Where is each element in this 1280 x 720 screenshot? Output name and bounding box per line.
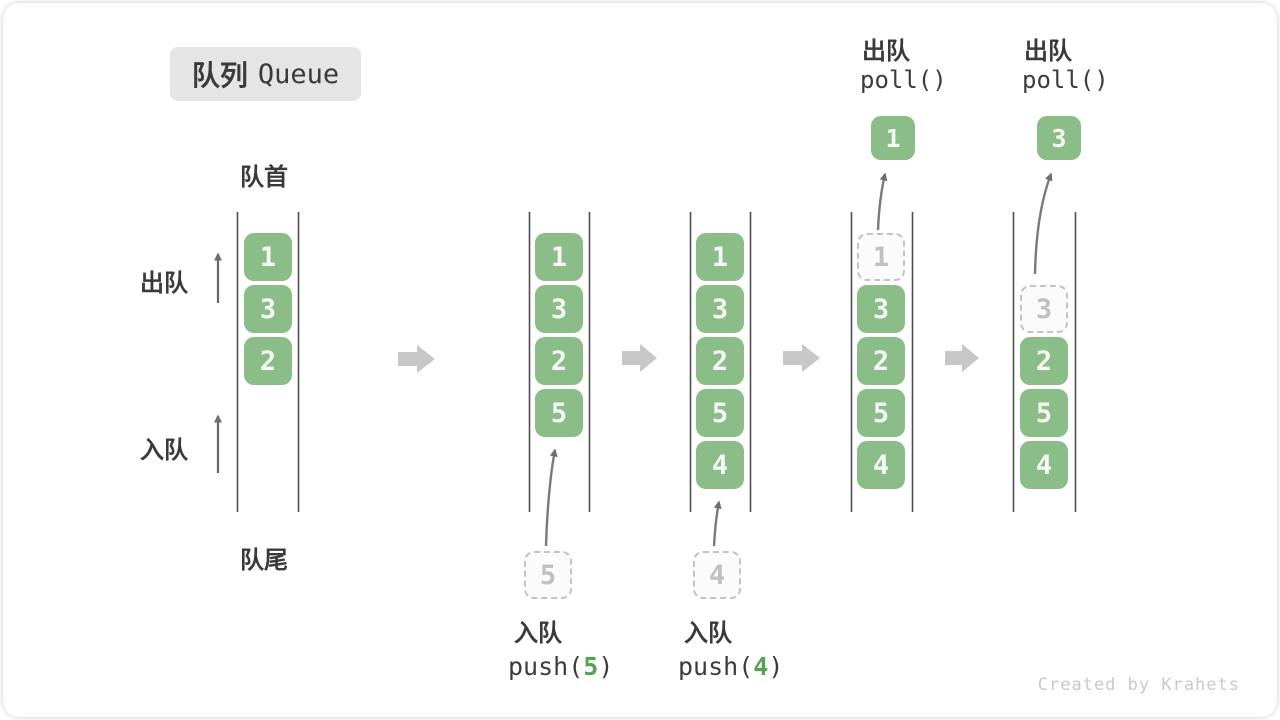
push1-code-arg: 5 (583, 652, 599, 681)
poll2-label: 出队 (1024, 38, 1072, 65)
queue-block: 5 (535, 389, 583, 437)
pushed-block-4: 4 (693, 551, 741, 599)
queue-rear-label: 队尾 (240, 547, 288, 574)
title-zh: 队列 (191, 60, 248, 91)
queue-block: 2 (857, 337, 905, 385)
queue-block-removed: 3 (1020, 285, 1068, 333)
queue-block-removed: 1 (857, 233, 905, 281)
push1-code-pre: push( (508, 652, 584, 681)
title-badge: 队列 Queue (170, 47, 361, 101)
polled-block-1: 1 (871, 116, 915, 160)
watermark: Created by Krahets (1037, 675, 1240, 695)
queue-block: 1 (535, 233, 583, 281)
title-en: Queue (257, 58, 340, 90)
queue-block: 1 (696, 233, 744, 281)
queue-block: 1 (244, 233, 292, 281)
queue-block: 4 (1020, 441, 1068, 489)
queue-block: 2 (535, 337, 583, 385)
poll2-code: poll() (1022, 66, 1109, 94)
dequeue-side-label: 出队 (140, 270, 188, 297)
push1-code-post: ) (598, 652, 614, 681)
push2-code-post: ) (768, 652, 784, 681)
diagram-board (3, 3, 1277, 717)
push2-code-arg: 4 (753, 652, 769, 681)
queue-block: 5 (1020, 389, 1068, 437)
push2-label: 入队 (684, 620, 732, 647)
queue-block: 3 (857, 285, 905, 333)
queue-block: 4 (857, 441, 905, 489)
push2-code-pre: push( (678, 652, 754, 681)
push2-code: push(4) (678, 652, 783, 681)
pushed-block-5: 5 (524, 551, 572, 599)
queue-block: 5 (857, 389, 905, 437)
queue-block: 5 (696, 389, 744, 437)
polled-block-3: 3 (1037, 116, 1081, 160)
queue-front-label: 队首 (240, 164, 288, 191)
push1-code: push(5) (508, 652, 613, 681)
poll1-label: 出队 (862, 38, 910, 65)
queue-block: 3 (696, 285, 744, 333)
queue-block: 3 (535, 285, 583, 333)
queue-block: 3 (244, 285, 292, 333)
queue-block: 4 (696, 441, 744, 489)
queue-block: 2 (244, 337, 292, 385)
queue-block: 2 (696, 337, 744, 385)
push1-label: 入队 (514, 620, 562, 647)
poll1-code: poll() (860, 66, 947, 94)
queue-block: 2 (1020, 337, 1068, 385)
enqueue-side-label: 入队 (140, 437, 188, 464)
